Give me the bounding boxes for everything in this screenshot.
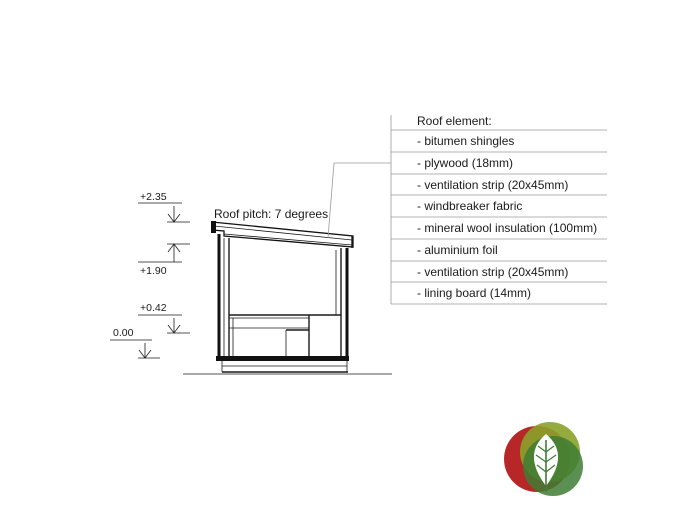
building-section (183, 221, 392, 375)
elevation-marker-2-35: +2.35 (138, 191, 190, 223)
roof-pitch-label: Roof pitch: 7 degrees (214, 207, 328, 221)
elevation-marker-0-00: 0.00 (110, 327, 160, 359)
elevation-marker-1-90: +1.90 (138, 243, 190, 277)
legend-item: - aluminium foil (417, 243, 498, 257)
roof-element-legend: Roof element: - bitumen shingles - plywo… (390, 114, 607, 305)
elevation-marker-0-42: +0.42 (138, 302, 190, 334)
legend-item: - ventilation strip (20x45mm) (417, 178, 568, 192)
elevation-label: +2.35 (140, 191, 167, 203)
elevation-label: +0.42 (140, 302, 167, 314)
legend-title: Roof element: (417, 114, 492, 128)
leaf-icon (533, 434, 559, 492)
elevation-label: +1.90 (140, 265, 167, 277)
legend-item: - windbreaker fabric (417, 199, 522, 213)
leader-line (327, 162, 391, 239)
leaf-logo (504, 422, 583, 496)
legend-item: - ventilation strip (20x45mm) (417, 265, 568, 279)
legend-item: - mineral wool insulation (100mm) (417, 221, 597, 235)
legend-item: - bitumen shingles (417, 134, 514, 148)
elevation-label: 0.00 (113, 327, 134, 339)
legend-item: - plywood (18mm) (417, 156, 513, 170)
legend-item: - lining board (14mm) (417, 286, 531, 300)
